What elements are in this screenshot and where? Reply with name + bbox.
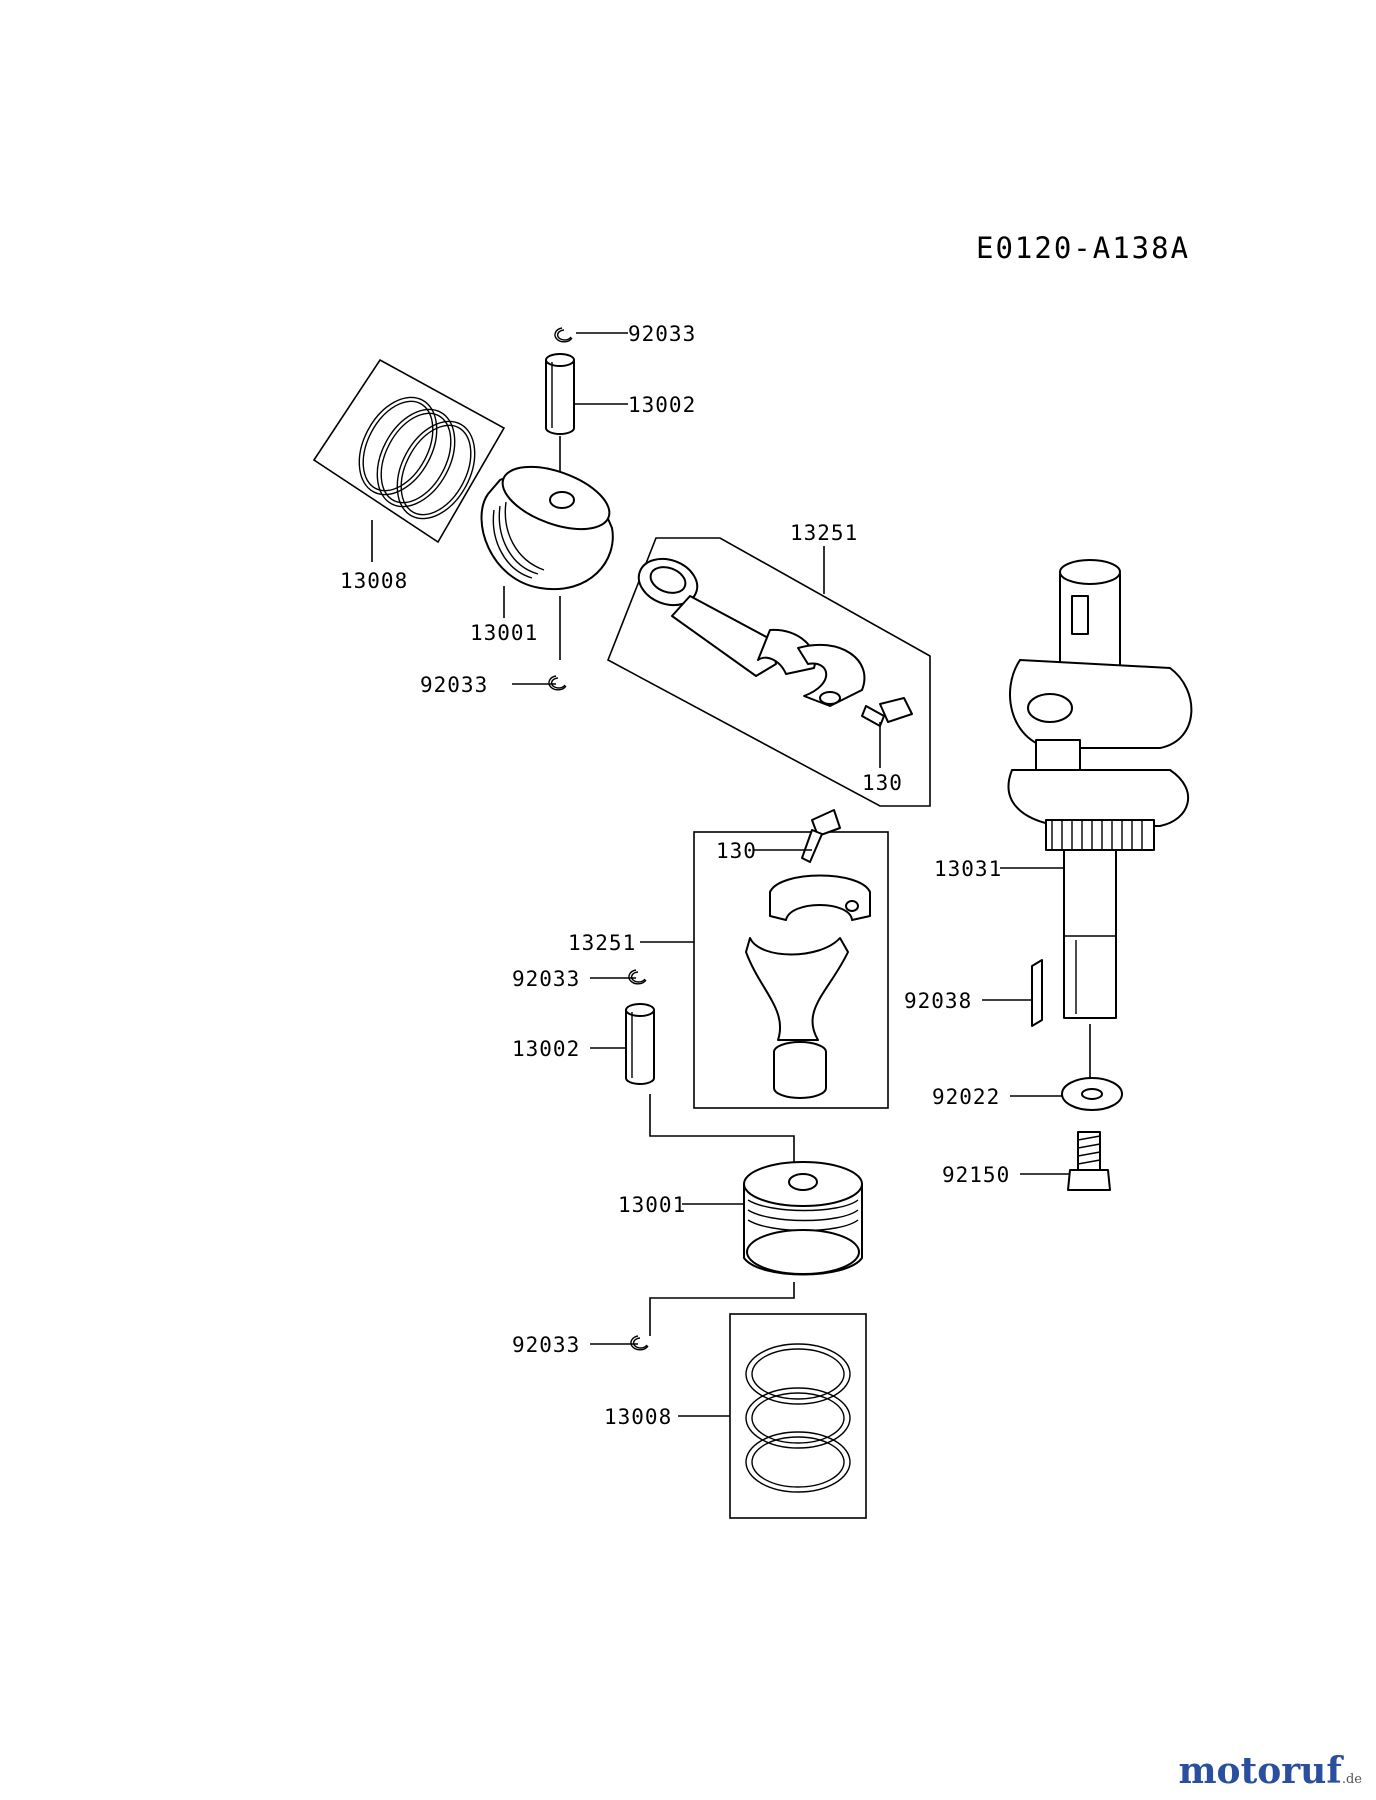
label-92033-lower-top: 92033 <box>512 967 580 991</box>
circlip-lower-bottom <box>630 1335 649 1351</box>
label-13251-lower: 13251 <box>568 931 636 955</box>
label-13002-top: 13002 <box>628 393 696 417</box>
circlip-top-lower <box>548 675 567 691</box>
crankshaft-bolt <box>1067 1131 1111 1191</box>
piston-lower <box>743 1161 863 1276</box>
crankshaft <box>1007 559 1193 1019</box>
label-92033-top-lower: 92033 <box>420 673 488 697</box>
logo-text: motoruf <box>1178 1750 1342 1792</box>
label-13001-lower: 13001 <box>618 1193 686 1217</box>
piston-pin-lower <box>625 1003 655 1085</box>
diagram-code: E0120-A138A <box>976 231 1190 265</box>
piston-pin-top <box>545 353 575 435</box>
washer <box>1061 1077 1123 1111</box>
piston-top <box>480 465 614 591</box>
label-13008-top: 13008 <box>340 569 408 593</box>
label-92033-top: 92033 <box>628 322 696 346</box>
rod-bolt-top <box>861 697 913 727</box>
rod-bolt-lower <box>801 809 841 863</box>
label-92033-lower-bottom: 92033 <box>512 1333 580 1357</box>
label-13001-top: 13001 <box>470 621 538 645</box>
label-130-lower: 130 <box>716 839 757 863</box>
connecting-rod-lower <box>745 874 871 1099</box>
label-130-top: 130 <box>862 771 903 795</box>
label-92038: 92038 <box>904 989 972 1013</box>
motoruf-logo: motoruf.de <box>1178 1750 1362 1792</box>
label-92022: 92022 <box>932 1085 1000 1109</box>
connecting-rod-box-top <box>606 537 931 807</box>
logo-suffix: .de <box>1341 1772 1362 1787</box>
label-13008-lower: 13008 <box>604 1405 672 1429</box>
label-92150: 92150 <box>942 1163 1010 1187</box>
label-13031: 13031 <box>934 857 1002 881</box>
label-13251-top: 13251 <box>790 521 858 545</box>
connecting-rod-box-lower <box>693 831 889 1109</box>
label-13002-lower: 13002 <box>512 1037 580 1061</box>
piston-rings-box-lower <box>729 1313 867 1519</box>
circlip-top <box>554 327 573 343</box>
piston-rings-box-top <box>312 358 506 544</box>
crankshaft-key <box>1031 959 1043 1027</box>
circlip-lower-top <box>628 969 647 985</box>
